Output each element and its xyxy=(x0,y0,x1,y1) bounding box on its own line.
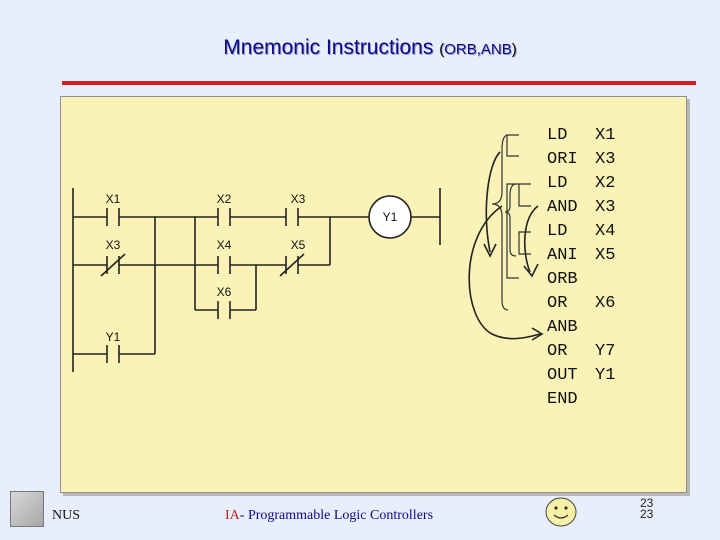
program-op: OR xyxy=(547,342,568,361)
contact-x6 xyxy=(217,301,231,319)
program-arg: X6 xyxy=(595,294,616,313)
program-arg: Y7 xyxy=(595,342,616,361)
program-arg: X1 xyxy=(595,126,616,145)
program-op: END xyxy=(547,390,578,409)
program-arg: Y1 xyxy=(595,366,616,385)
footer-org: NUS xyxy=(52,508,81,523)
program-line: ANB xyxy=(547,316,615,340)
block-arrows xyxy=(468,151,544,341)
program-line: LD X2 xyxy=(547,172,615,196)
label-x3-bottom: X3 xyxy=(106,238,121,252)
program-op: AND xyxy=(547,198,578,217)
slide-title: Mnemonic Instructions (ORB,ANB) xyxy=(0,36,720,60)
program-op: ANB xyxy=(547,318,578,337)
title-subtitle: (ORB,ANB) xyxy=(439,41,517,58)
contact-x4 xyxy=(217,256,231,274)
label-x3-top: X3 xyxy=(291,192,306,206)
label-x6: X6 xyxy=(217,285,232,299)
program-arg: X3 xyxy=(595,198,616,217)
label-x4: X4 xyxy=(217,238,232,252)
nus-logo-icon xyxy=(10,491,44,527)
title-main: Mnemonic Instructions xyxy=(223,36,434,59)
content-panel xyxy=(60,96,687,493)
contact-x5-nc xyxy=(279,253,305,277)
program-line: AND X3 xyxy=(547,196,615,220)
coil-y1 xyxy=(368,195,412,239)
program-op: ORB xyxy=(547,270,578,289)
contact-x2 xyxy=(217,208,231,226)
contact-x1 xyxy=(106,208,120,226)
program-op: OUT xyxy=(547,366,578,385)
label-x5: X5 xyxy=(291,238,306,252)
label-x1: X1 xyxy=(106,192,121,206)
program-op: LD xyxy=(547,222,568,241)
program-op: LD xyxy=(547,126,568,145)
program-line: OR Y7 xyxy=(547,340,615,364)
label-y1-contact: Y1 xyxy=(106,330,121,344)
title-underline xyxy=(62,81,696,85)
program-line: ORI X3 xyxy=(547,148,615,172)
label-x2: X2 xyxy=(217,192,232,206)
program-op: ANI xyxy=(547,246,578,265)
program-arg: X3 xyxy=(595,150,616,169)
smiley-icon xyxy=(545,497,577,527)
contact-x3-top xyxy=(285,208,299,226)
program-op: ORI xyxy=(547,150,578,169)
contact-x3-nc xyxy=(100,253,126,277)
program-line: END xyxy=(547,388,615,412)
program-arg: X2 xyxy=(595,174,616,193)
program-op: LD xyxy=(547,174,568,193)
block-brackets xyxy=(491,134,531,311)
program-line: LD X1 xyxy=(547,124,615,148)
contact-y1 xyxy=(106,345,120,363)
program-line: ORB xyxy=(547,268,615,292)
label-coil-y1: Y1 xyxy=(383,210,398,224)
program-arg: X5 xyxy=(595,246,616,265)
program-op: OR xyxy=(547,294,568,313)
main-rung-wires xyxy=(73,216,440,355)
program-line: ANI X5 xyxy=(547,244,615,268)
program-arg: X4 xyxy=(595,222,616,241)
footer-course: IA- Programmable Logic Controllers xyxy=(225,508,434,523)
program-line: OR X6 xyxy=(547,292,615,316)
program-line: LD X4 xyxy=(547,220,615,244)
program-line: OUT Y1 xyxy=(547,364,615,388)
